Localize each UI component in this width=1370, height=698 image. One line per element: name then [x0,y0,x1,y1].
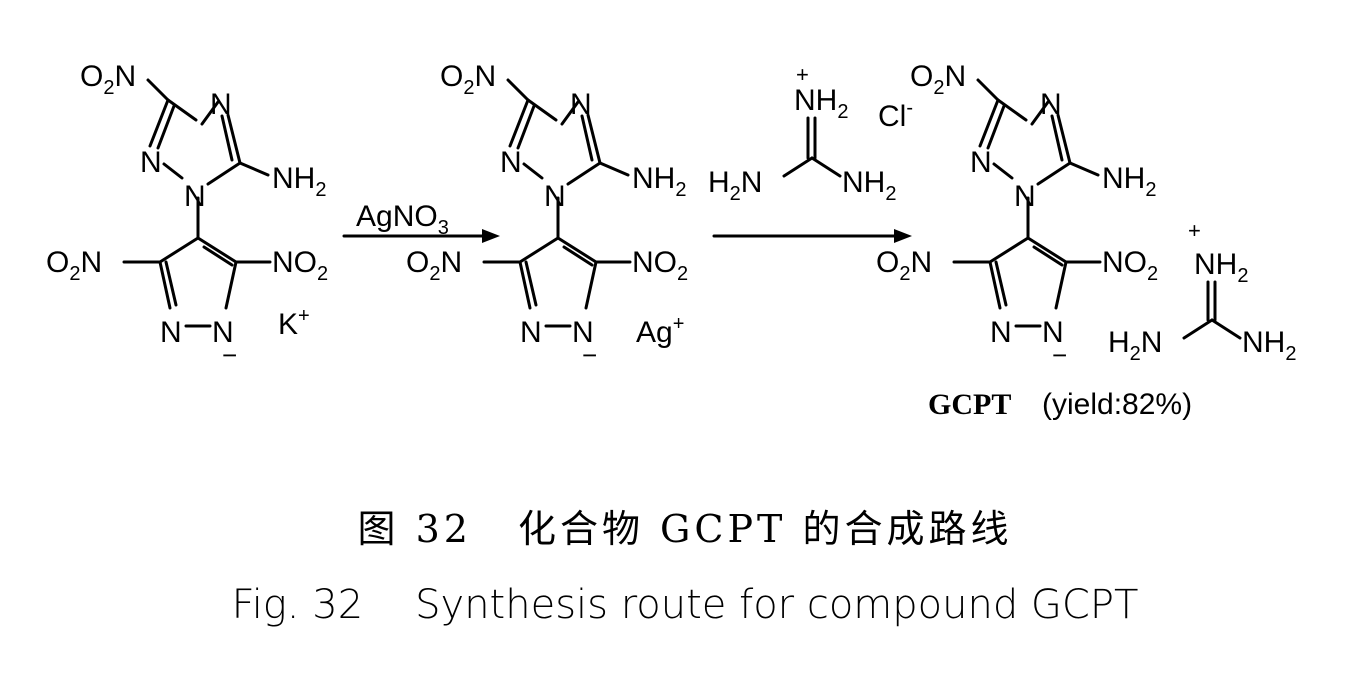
svg-text:NH2: NH2 [842,166,896,205]
svg-text:Cl-: Cl- [878,97,913,133]
svg-text:O2N: O2N [406,246,462,285]
svg-text:NH2: NH2 [632,162,686,201]
ring-n: N [160,316,182,349]
ring-n: N [210,88,232,121]
reaction-arrow-2 [712,229,912,243]
svg-text:NO2: NO2 [632,246,688,285]
caption-cn-title: 化合物 GCPT 的合成路线 [517,507,1013,551]
product-gcpt: O2N N N N NH2 O2N NO2 N N − [876,60,1158,370]
anion-charge: − [222,340,237,370]
pyrazole-nitro-right: NO2 [272,246,328,285]
svg-text:−: − [582,340,597,370]
caption-cn-prefix: 图 32 [357,507,472,551]
ring-n: N [212,316,234,349]
potassium-cation: K+ [278,305,310,341]
svg-text:O2N: O2N [440,60,496,99]
caption-english: Fig. 32 Synthesis route for compound GCPT [0,582,1370,628]
product-name: GCPT [928,388,1011,421]
pyrazole-nitro-left: O2N [46,246,102,285]
svg-text:N: N [1042,316,1064,349]
caption-en-title: Synthesis route for compound GCPT [415,582,1139,628]
svg-text:N: N [572,316,594,349]
svg-text:NH2: NH2 [1102,162,1156,201]
svg-text:N: N [500,146,522,179]
svg-text:N: N [970,146,992,179]
svg-text:−: − [1052,340,1067,370]
caption-en-prefix: Fig. 32 [231,582,364,628]
guanidinium-chloride-reagent: + NH2 Cl- H2N NH2 [708,62,913,205]
svg-text:N: N [520,316,542,349]
silver-cation: Ag+ [636,313,684,349]
svg-text:NH2: NH2 [794,84,848,123]
caption-chinese: 图 32 化合物 GCPT 的合成路线 [0,498,1370,553]
svg-text:N: N [570,88,592,121]
svg-text:NH2: NH2 [1242,326,1296,365]
svg-text:N: N [1040,88,1062,121]
svg-text:N: N [990,316,1012,349]
step1-reagent: AgNO3 [356,200,449,239]
svg-text:H2N: H2N [1108,326,1162,365]
ring-n: N [140,146,162,179]
svg-text:NH2: NH2 [1194,248,1248,287]
ring-n: N [184,180,206,213]
guanidinium-cation: + NH2 H2N NH2 [1108,218,1296,365]
svg-text:O2N: O2N [876,246,932,285]
svg-text:N: N [1014,180,1036,213]
product-yield: (yield:82%) [1042,388,1192,421]
intermediate-silver-salt: O2N N N N NH2 O2N NO2 N N − Ag+ [406,60,688,370]
svg-text:+: + [796,62,809,87]
reactant-potassium-salt: O2N N N N NH2 O2N NO2 N N − K+ [46,60,328,370]
svg-text:+: + [1188,218,1201,243]
reaction-scheme: O2N N N N NH2 O2N NO2 N N − K+ AgNO3 [46,60,1296,421]
amine: NH2 [272,162,326,201]
triazole-nitro: O2N [80,60,136,99]
svg-text:H2N: H2N [708,166,762,205]
svg-text:NO2: NO2 [1102,246,1158,285]
svg-text:O2N: O2N [910,60,966,99]
svg-text:N: N [544,180,566,213]
reaction-arrow-1: AgNO3 [342,200,500,243]
